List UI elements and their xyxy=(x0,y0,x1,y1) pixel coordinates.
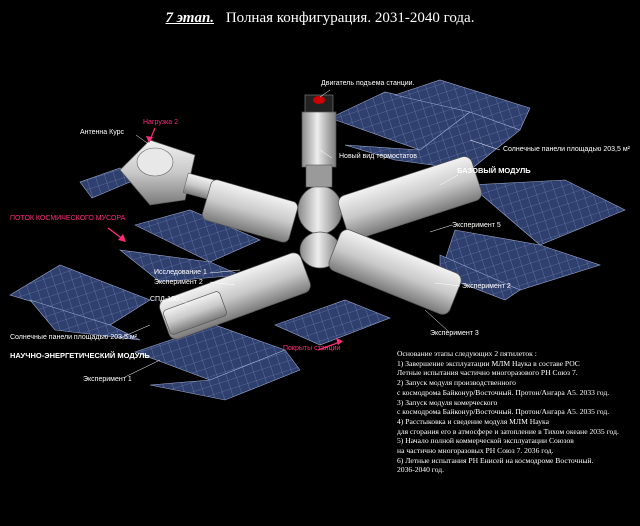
label-experiment2-right: Эксперимент 2 xyxy=(462,283,511,290)
label-debris-flow: ПОТОК КОСМИЧЕСКОГО МУСОРА xyxy=(10,215,126,222)
label-spd: СПД-100 xyxy=(150,296,179,303)
leader-lines xyxy=(119,89,501,378)
note-line: с космодрома Байконур/Восточный. Протон/… xyxy=(397,407,610,417)
note-line: для сгорания его в атмосфере и затоплени… xyxy=(397,426,619,436)
note-line: на частично многоразовых РН Союз 7. 2036… xyxy=(397,446,554,456)
title-text: Полная конфигурация. 2031-2040 года. xyxy=(225,10,475,26)
note-line: Основание этапы следующих 2 пятилеток : xyxy=(397,349,537,358)
label-science-module: НАУЧНО-ЭНЕРГЕТИЧЕСКИЙ МОДУЛЬ xyxy=(10,351,150,360)
label-experiment2-left: Эксперимент 2 xyxy=(154,279,203,286)
base-module xyxy=(338,156,482,240)
left-module-chain xyxy=(159,179,311,340)
label-antenna: Антенна Курс xyxy=(80,129,125,136)
note-line: 5) Начало полной коммерческой эксплуатац… xyxy=(397,436,574,446)
stage-number: 7 этап. xyxy=(165,10,215,26)
label-debris-traps: Покрыты станции xyxy=(283,345,341,352)
solar-panel-bottom xyxy=(134,299,391,401)
label-experiment1: Эксперимент 1 xyxy=(83,376,132,383)
label-panels-left: Солнечные панели площадью 203,5 м² xyxy=(10,334,137,341)
solar-panel-top-right xyxy=(329,79,531,171)
note-line: 3) Запуск модуля комерческого xyxy=(397,397,498,407)
coating-arrow-icon xyxy=(317,338,343,351)
solar-panel-right xyxy=(439,179,626,301)
label-experiment5: Эксперимент 5 xyxy=(452,222,501,229)
label-research1: Исследование 1 xyxy=(154,269,207,276)
lift-engine xyxy=(301,94,337,188)
label-experiment3: Эксперимент 3 xyxy=(430,330,479,337)
note-line: 2036-2040 год. xyxy=(397,465,445,475)
right-lower-module xyxy=(328,229,462,315)
label-base-module: БАЗОВЫЙ МОДУЛЬ xyxy=(457,166,531,175)
debris-arrow-icon xyxy=(107,227,126,242)
note-line: 2) Запуск модуля производственного xyxy=(397,378,516,388)
label-engine: Двигатель подъема станции. xyxy=(321,80,415,87)
cargo-arrow-icon xyxy=(146,127,156,143)
label-panels-right: Солнечные панели площадью 203,5 м² xyxy=(503,146,630,153)
note-line: 6) Летные испытания РН Енисей на космодр… xyxy=(397,455,594,465)
note-line: с космодрома Байконур/Восточный. Протон/… xyxy=(397,387,610,397)
notes-block: Основание этапы следующих 2 пятилеток : … xyxy=(397,349,637,475)
note-line: Летные испытания частично многоразового … xyxy=(397,368,578,378)
page-title: 7 этап. Полная конфигурация. 2031-2040 г… xyxy=(0,10,640,27)
label-cargo: Нагрузка 2 xyxy=(143,119,178,126)
note-line: 1) Завершение эксплуатации МЛМ Наука в с… xyxy=(397,358,580,368)
label-thermal: Новый вид термостатов xyxy=(339,153,417,160)
note-line: 4) Расстыковка и сведение модуля МЛМ Нау… xyxy=(397,416,549,426)
